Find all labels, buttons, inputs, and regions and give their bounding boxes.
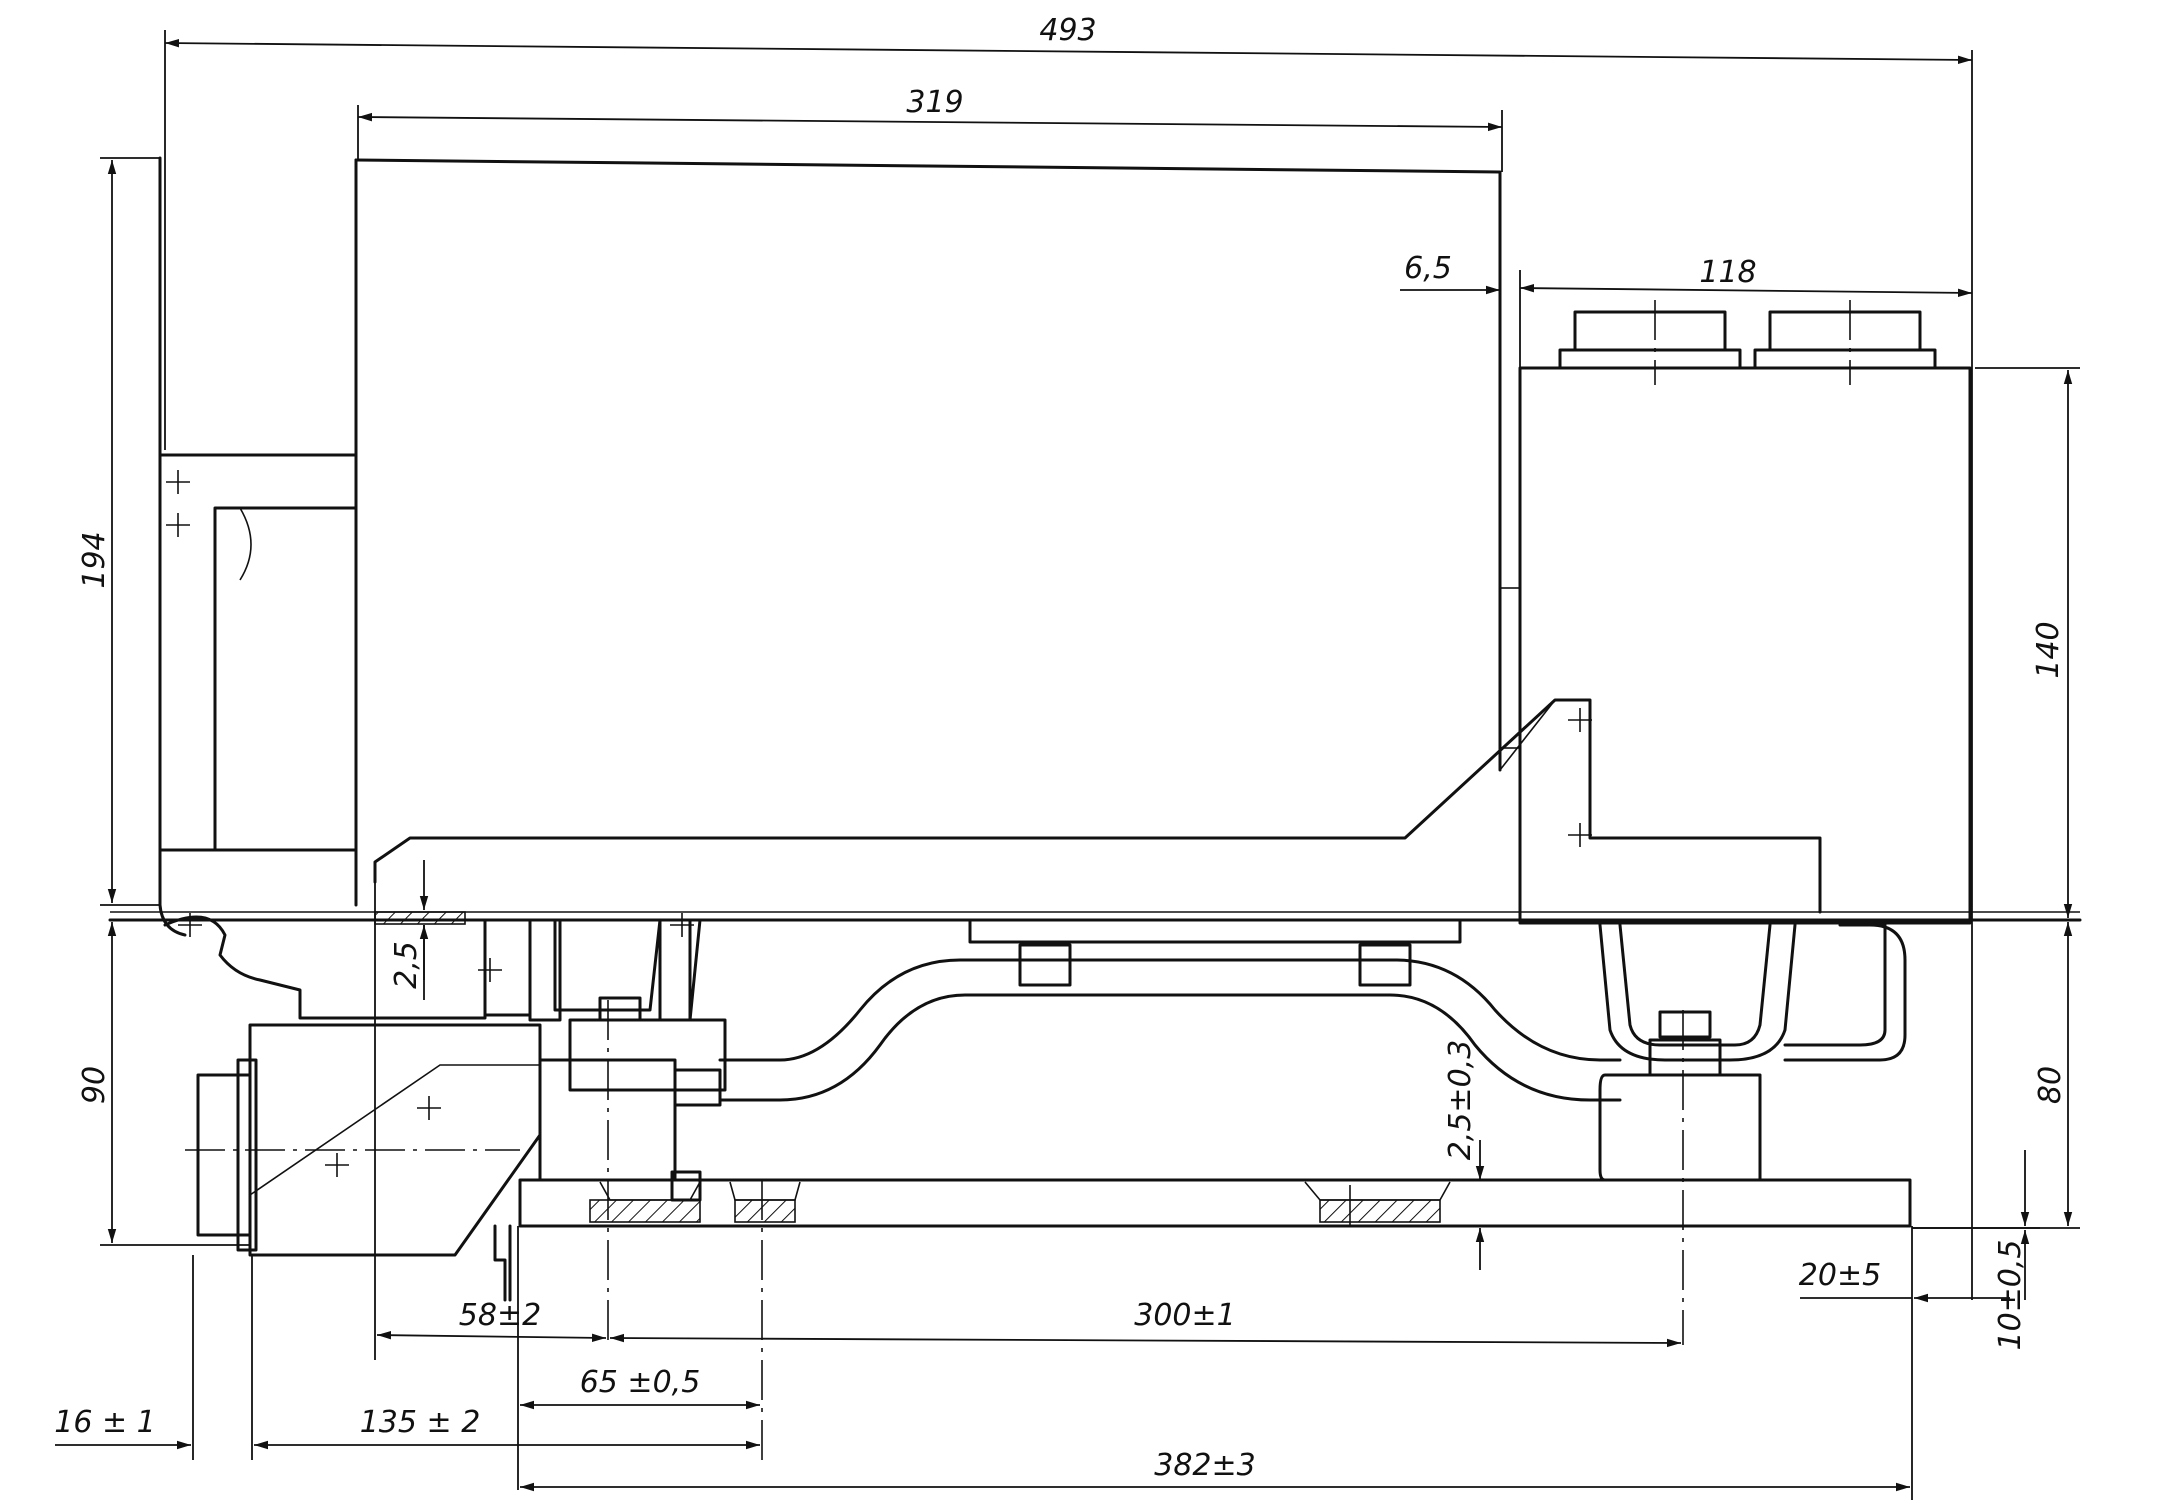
dimension-plate-gap: 2,5±0,3 bbox=[1443, 1040, 1492, 1270]
dimension-135: 135 ± 2 bbox=[251, 1255, 760, 1460]
center-lines bbox=[607, 300, 1851, 1460]
inner-bracket bbox=[373, 698, 1822, 914]
dim-80-label: 80 bbox=[2033, 1066, 2068, 1104]
dimension-90: 90 bbox=[77, 922, 250, 1246]
dim-382-label: 382±3 bbox=[1154, 1448, 1255, 1483]
dim-20-label: 20±5 bbox=[1799, 1258, 1881, 1293]
main-housing bbox=[158, 156, 1502, 937]
dimension-80: 80 bbox=[1912, 922, 2080, 1229]
dim-319-label: 319 bbox=[906, 85, 963, 120]
dimension-319: 319 bbox=[357, 85, 1503, 172]
left-panel bbox=[158, 453, 358, 852]
dimension-194: 194 bbox=[77, 157, 160, 906]
left-bearing-housing bbox=[185, 1023, 542, 1257]
cable-connector bbox=[196, 1073, 252, 1237]
hatched-strip bbox=[374, 911, 466, 925]
right-cabinet bbox=[1499, 310, 1972, 925]
dim-58-label: 58±2 bbox=[459, 1298, 541, 1333]
dimension-6-5: 6,5 bbox=[1400, 251, 1521, 368]
dimension-16: 16 ± 1 bbox=[54, 1255, 194, 1460]
dimension-58: 58±2 bbox=[374, 880, 607, 1360]
dim-90-label: 90 bbox=[77, 1066, 112, 1104]
handle-curve bbox=[239, 507, 252, 581]
dim-118-label: 118 bbox=[1699, 255, 1756, 290]
top-connector-left bbox=[1558, 310, 1742, 370]
dim-2-5-label: 2,5 bbox=[389, 941, 424, 989]
dimension-2-5: 2,5 bbox=[389, 860, 429, 1000]
top-connector-right bbox=[1753, 310, 1937, 370]
dim-300-label: 300±1 bbox=[1134, 1298, 1235, 1333]
dim-10-label: 10±0,5 bbox=[1993, 1239, 2028, 1350]
cross-marks bbox=[166, 470, 1592, 1177]
dim-6-5-label: 6,5 bbox=[1404, 251, 1452, 286]
frame-bar bbox=[718, 918, 1622, 1102]
dim-65-label: 65 ±0,5 bbox=[580, 1365, 701, 1400]
dimension-382: 382±3 bbox=[520, 1226, 1913, 1500]
dimension-493: 493 bbox=[164, 13, 1973, 1300]
left-attachment bbox=[163, 911, 562, 1022]
dimension-10: 10±0,5 bbox=[1912, 1150, 2040, 1351]
left-mount bbox=[538, 918, 727, 1182]
dimension-20: 20±5 bbox=[1799, 1258, 2010, 1303]
dim-493-label: 493 bbox=[1039, 13, 1096, 48]
base-plate bbox=[493, 1170, 1912, 1302]
dim-135-label: 135 ± 2 bbox=[360, 1405, 481, 1440]
dimension-300: 300±1 bbox=[609, 1298, 1682, 1348]
handle-recess bbox=[213, 506, 358, 852]
dimension-118: 118 bbox=[1519, 255, 1973, 298]
dim-16-label: 16 ± 1 bbox=[54, 1405, 155, 1440]
dimension-65: 65 ±0,5 bbox=[517, 1226, 760, 1490]
dim-140-label: 140 bbox=[2031, 621, 2066, 678]
dim-194-label: 194 bbox=[77, 531, 112, 588]
dim-plate-gap-label: 2,5±0,3 bbox=[1443, 1040, 1478, 1161]
dimension-140: 140 bbox=[1975, 367, 2080, 918]
right-mount bbox=[1598, 923, 1907, 1182]
